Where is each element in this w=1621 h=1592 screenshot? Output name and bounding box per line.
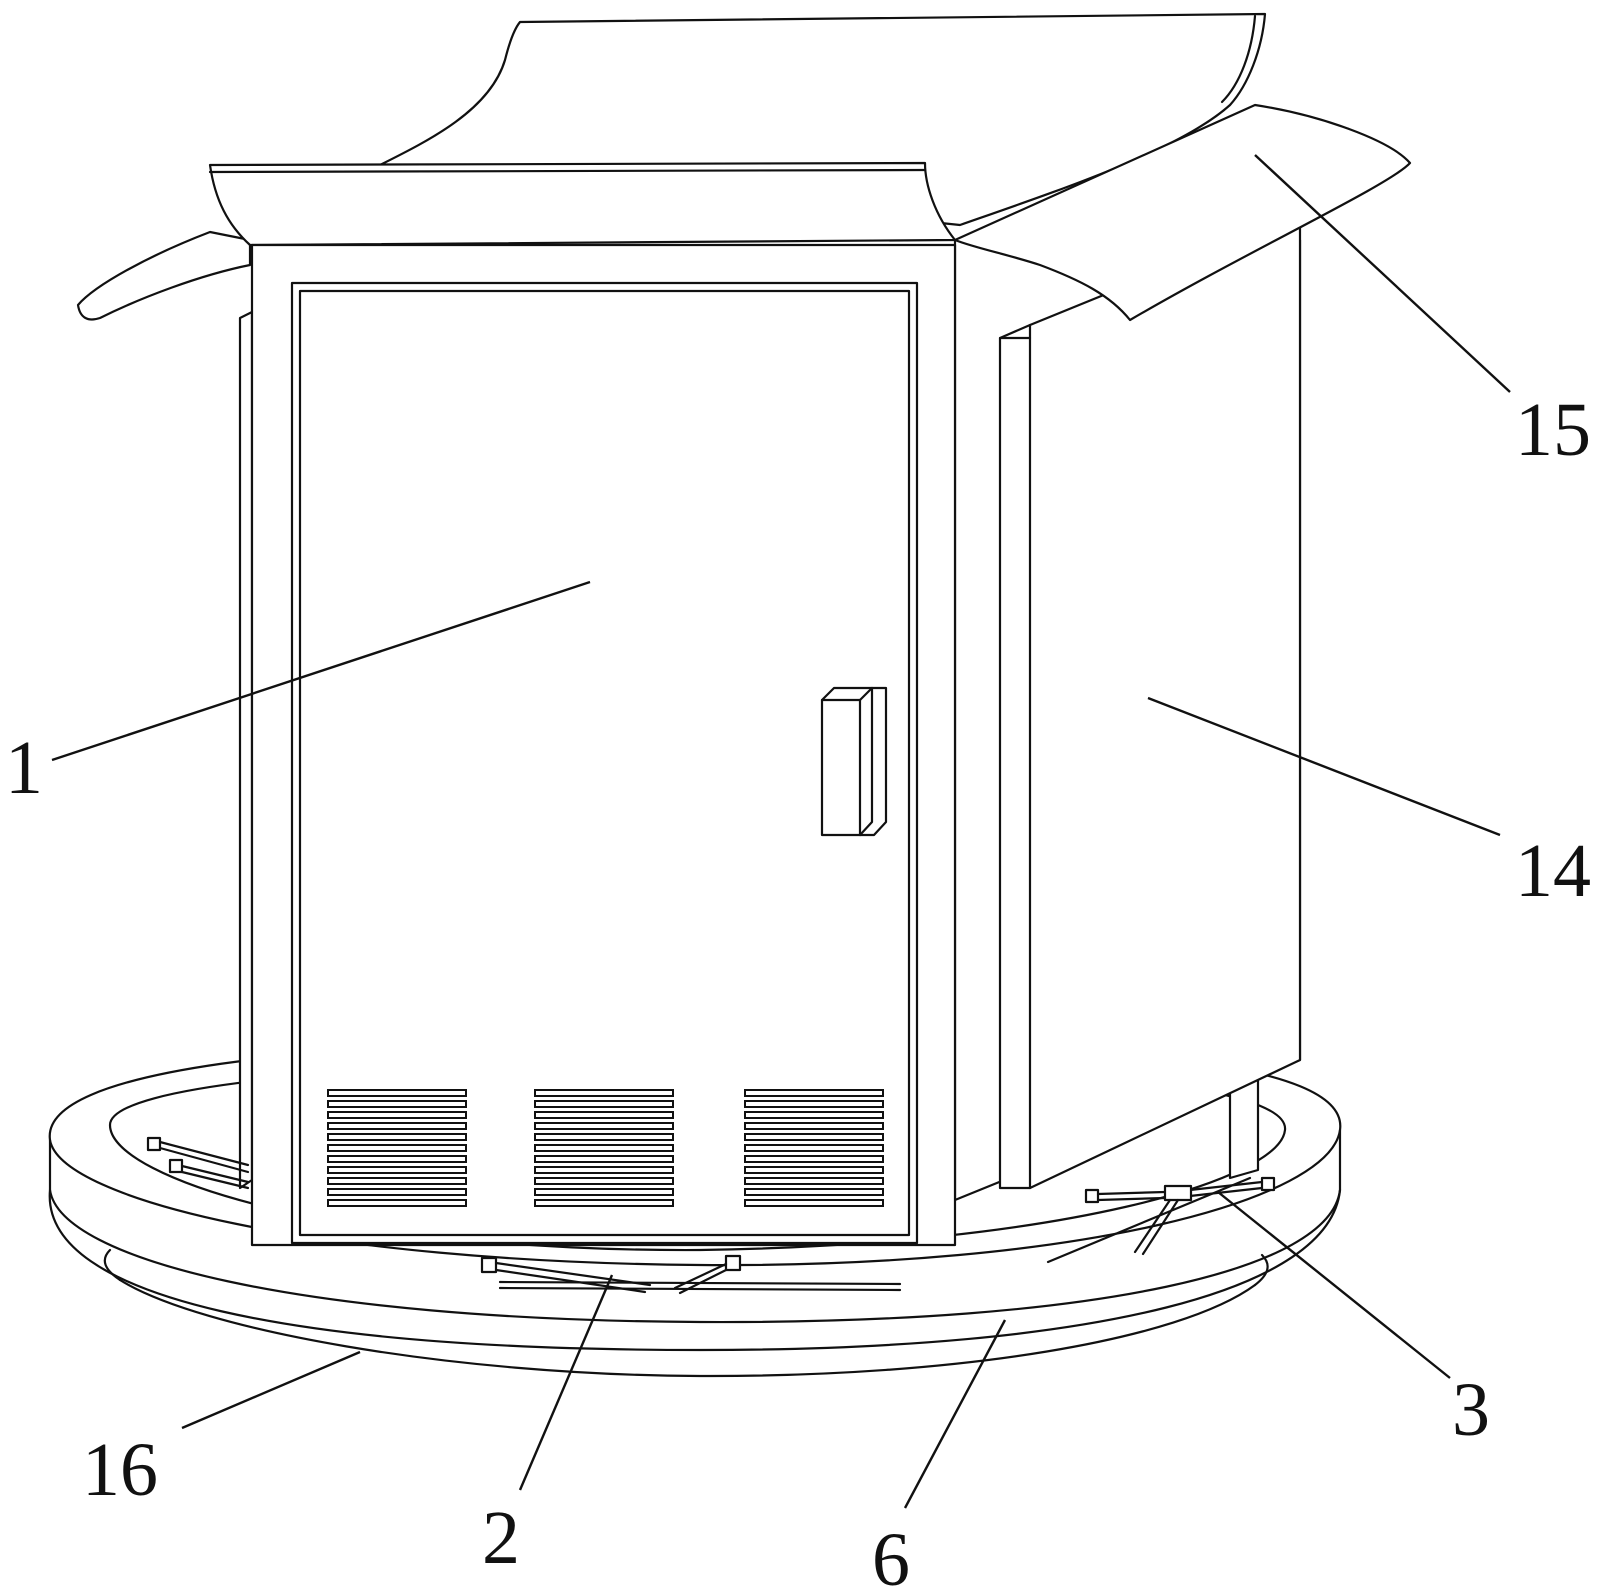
vent-slat (535, 1189, 673, 1195)
callout-6: 6 (872, 1518, 910, 1592)
vent-slat (745, 1145, 883, 1151)
vent-slat (745, 1112, 883, 1118)
vent-slat (745, 1123, 883, 1129)
callout-14: 14 (1515, 829, 1591, 913)
vent-slat (328, 1123, 466, 1129)
vent-slat (328, 1101, 466, 1107)
vent-group-1 (328, 1090, 466, 1206)
vent-slat (328, 1200, 466, 1206)
vent-group-3 (745, 1090, 883, 1206)
vent-slat (535, 1167, 673, 1173)
vent-louvers (328, 1090, 883, 1206)
vent-slat (328, 1167, 466, 1173)
vent-slat (535, 1112, 673, 1118)
vent-slat (328, 1178, 466, 1184)
vent-slat (745, 1178, 883, 1184)
vent-slat (745, 1156, 883, 1162)
vent-slat (328, 1090, 466, 1096)
vent-slat (745, 1200, 883, 1206)
vent-slat (535, 1090, 673, 1096)
vent-slat (535, 1200, 673, 1206)
leader-6 (905, 1320, 1005, 1508)
vent-slat (535, 1156, 673, 1162)
callout-2: 2 (482, 1496, 520, 1580)
vent-slat (745, 1134, 883, 1140)
callout-3: 3 (1452, 1368, 1490, 1452)
callout-1: 1 (5, 726, 43, 810)
vent-slat (535, 1178, 673, 1184)
vent-slat (535, 1134, 673, 1140)
vent-slat (328, 1189, 466, 1195)
vent-slat (328, 1156, 466, 1162)
leader-16 (182, 1352, 360, 1428)
vent-slat (745, 1101, 883, 1107)
callout-15: 15 (1515, 388, 1591, 472)
leader-3 (1218, 1192, 1450, 1378)
vent-slat (535, 1123, 673, 1129)
vent-slat (535, 1101, 673, 1107)
callout-16: 16 (82, 1428, 158, 1512)
vent-group-2 (535, 1090, 673, 1206)
cabinet-left-side (240, 312, 252, 1188)
vent-slat (745, 1167, 883, 1173)
vent-slat (745, 1090, 883, 1096)
vent-slat (745, 1189, 883, 1195)
vent-slat (328, 1145, 466, 1151)
side-panel (955, 215, 1300, 1200)
vent-slat (328, 1134, 466, 1140)
vent-slat (535, 1145, 673, 1151)
vent-slat (328, 1112, 466, 1118)
